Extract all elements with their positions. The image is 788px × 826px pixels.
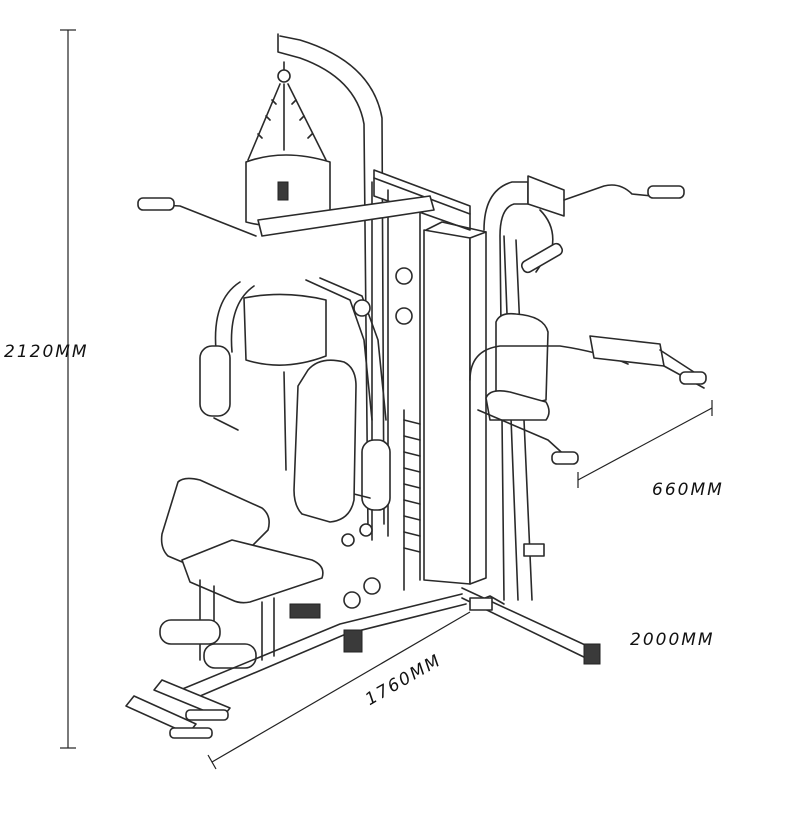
depth-dimension-label: 660MM: [652, 480, 724, 500]
right-base: [461, 587, 601, 665]
seat-assembly: [159, 477, 324, 669]
base-frame: [125, 593, 467, 739]
pulleys: [341, 267, 413, 609]
depth-dimension-line: [577, 400, 713, 488]
width-dimension-label: 2000MM: [630, 630, 715, 650]
press-arms: [137, 195, 435, 511]
length-dimension-line: [207, 611, 471, 770]
height-dimension-label: 2120MM: [4, 342, 89, 362]
dip-station: [469, 175, 707, 601]
backrest: [293, 359, 357, 523]
punching-bag: [243, 61, 331, 471]
weight-stack: [403, 221, 487, 591]
height-dimension-line: [60, 29, 76, 749]
